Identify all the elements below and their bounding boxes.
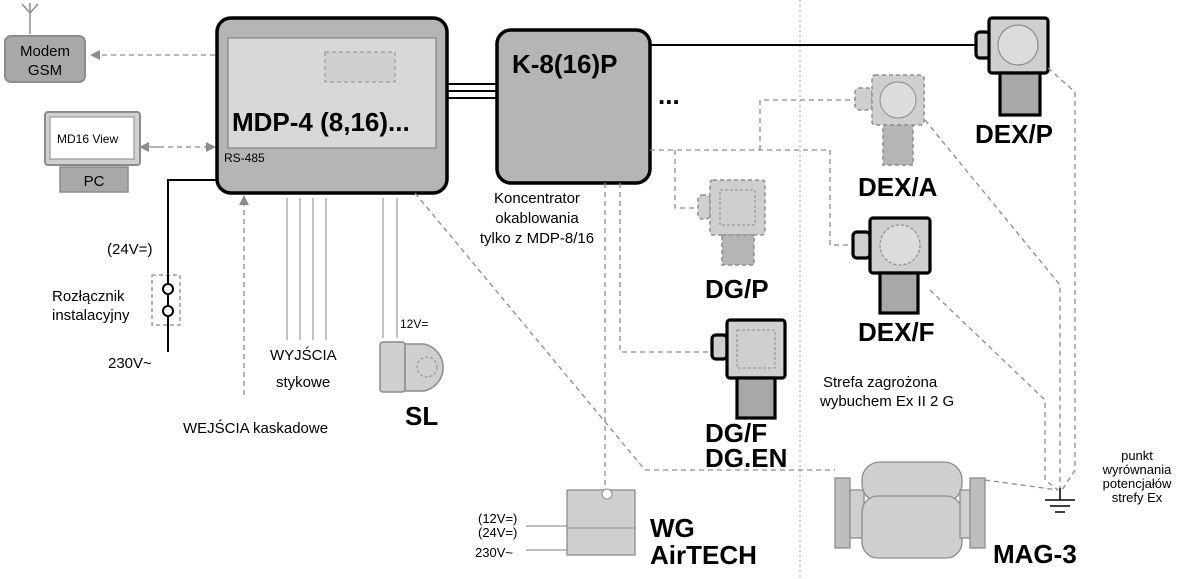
- installation-switch: [151, 274, 181, 326]
- dg-p-label: DG/P: [705, 274, 769, 304]
- outputs-label-line1: WYJŚCIA: [270, 346, 337, 364]
- concentrator-title: K-8(16)P: [512, 49, 617, 79]
- outputs-label-line2: stykowe: [276, 374, 330, 391]
- mdp-port-label: RS-485: [224, 151, 265, 165]
- link-dex-f: [650, 149, 853, 246]
- mdp-controller: MDP-4 (8,16)... RS-485: [215, 16, 449, 195]
- wg-label-line1: WG: [650, 513, 695, 543]
- ground-label-line3: potencjałów: [1103, 476, 1172, 491]
- mdp-concentrator-bus: [447, 83, 497, 99]
- relay-output-lines: [286, 198, 327, 340]
- concentrator-note-line2: okablowania: [495, 210, 579, 227]
- valve-mag3: [834, 461, 986, 559]
- concentrator-more: ...: [658, 80, 680, 110]
- mag3-label: MAG-3: [993, 539, 1077, 569]
- ground-label-line4: strefy Ex: [1112, 490, 1163, 505]
- wg-dc2-label: (24V=): [478, 525, 517, 540]
- antenna-icon: [21, 3, 39, 34]
- detector-dex-p: [974, 16, 1050, 117]
- modem-label-line1: Modem: [20, 43, 70, 60]
- link-dg-p: [674, 150, 698, 209]
- pc-screen-text: MD16 View: [57, 132, 118, 146]
- pc-computer: MD16 View PC: [44, 111, 141, 193]
- cascade-inputs-label: WEJŚCIA kaskadowe: [183, 419, 328, 437]
- modem-gsm: Modem GSM: [4, 35, 86, 83]
- siren-label: SL: [405, 401, 438, 431]
- concentrator-note-line3: tylko z MDP-8/16: [480, 230, 594, 247]
- modem-label-line2: GSM: [28, 62, 62, 79]
- dex-a-label: DEX/A: [858, 172, 938, 202]
- power-line: [167, 179, 217, 275]
- siren-lines: [382, 198, 398, 338]
- concentrator-note-line1: Koncentrator: [494, 190, 580, 207]
- siren-icon: [379, 341, 444, 393]
- pc-label: PC: [84, 173, 105, 190]
- pc-screen: [49, 116, 135, 160]
- zone-label-line1: Strefa zagrożona: [823, 374, 938, 391]
- equipotential-lines: [924, 67, 1076, 491]
- ground-label-line1: punkt: [1121, 448, 1153, 463]
- power-dc-label: (24V=): [107, 241, 152, 258]
- link-dex-a: [759, 99, 855, 150]
- link-mag3: [414, 192, 835, 471]
- detector-dg-p: [697, 179, 766, 266]
- power-ac-label: 230V~: [108, 355, 152, 372]
- mdp-display-window: [324, 51, 396, 83]
- wg-ac-label: 230V~: [475, 545, 513, 560]
- pc-base: [59, 166, 129, 193]
- siren-voltage: 12V=: [400, 317, 428, 331]
- dg-en-label: DG.EN: [705, 443, 787, 473]
- switch-label-line2: instalacyjny: [52, 307, 130, 324]
- dg-f-label: DG/F: [705, 418, 767, 448]
- detector-dex-f: [851, 216, 932, 315]
- mdp-title: MDP-4 (8,16)...: [232, 107, 410, 137]
- dex-f-label: DEX/F: [858, 317, 935, 347]
- link-dg-f: [619, 183, 712, 353]
- switch-label-line1: Rozłącznik: [52, 288, 125, 305]
- concentrator-box: K-8(16)P: [495, 28, 652, 185]
- detector-dex-a: [854, 74, 925, 166]
- ground-label-line2: wyrównania: [1102, 462, 1172, 477]
- zone-label-line2: wybuchem Ex II 2 G: [819, 393, 954, 410]
- wg-label-line2: AirTECH: [650, 540, 757, 570]
- wg-dc1-label: (12V=): [478, 511, 517, 526]
- wg-airtech-box: [566, 488, 636, 556]
- ground-icon: [1045, 488, 1075, 513]
- dex-p-label: DEX/P: [975, 119, 1053, 149]
- detector-dg-f: [710, 318, 787, 420]
